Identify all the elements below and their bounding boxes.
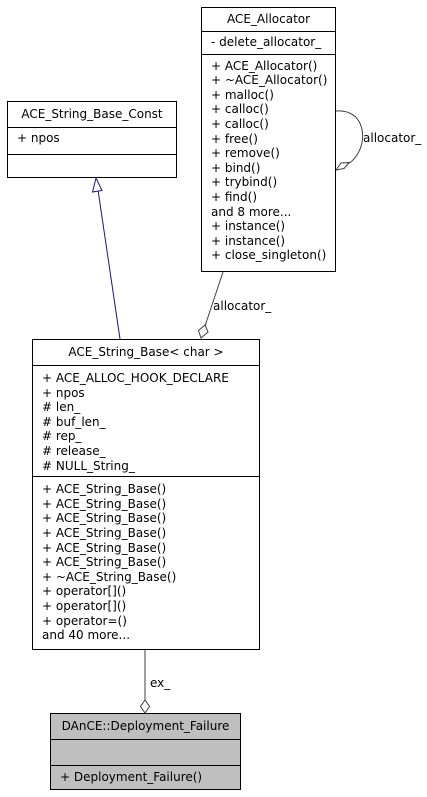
- method-item: + free(): [211, 131, 258, 146]
- allocator-association-label: allocator_: [213, 299, 272, 313]
- method-item: + malloc(): [211, 87, 274, 102]
- method-item: + ACE_String_Base(): [42, 540, 167, 555]
- ex-association-label: ex_: [150, 676, 171, 690]
- method-item: + close_singleton(): [211, 248, 327, 263]
- ex-association-diamond: [139, 699, 151, 714]
- class-title: DAnCE::Deployment_Failure: [51, 714, 240, 740]
- more-methods-note: and 8 more...: [211, 204, 292, 219]
- methods-section: [8, 155, 176, 179]
- method-item: + ACE_String_Base(): [42, 482, 167, 497]
- attribute-item: - delete_allocator_: [211, 35, 322, 49]
- methods-section: + ACE_Allocator() + ~ACE_Allocator() + m…: [202, 55, 335, 267]
- method-item: + Deployment_Failure(): [60, 770, 203, 784]
- attribute-item: + ACE_ALLOC_HOOK_DECLARE: [42, 371, 229, 385]
- class-title: ACE_Allocator: [202, 8, 335, 32]
- method-item: + ACE_String_Base(): [42, 496, 167, 511]
- method-item: + ~ACE_Allocator(): [211, 73, 328, 88]
- method-item: + trybind(): [211, 175, 278, 190]
- method-item: + bind(): [211, 160, 261, 175]
- method-item: + operator[](): [42, 598, 127, 613]
- attributes-section: [51, 740, 240, 766]
- self-association-edge: [335, 110, 364, 165]
- attribute-item: # release_: [42, 443, 106, 458]
- class-title: ACE_String_Base< char >: [33, 340, 259, 366]
- method-item: + operator=(): [42, 613, 127, 628]
- method-item: + find(): [211, 189, 258, 204]
- inheritance-arrowhead: [91, 176, 103, 193]
- attributes-section: + ACE_ALLOC_HOOK_DECLARE + npos # len_ #…: [33, 366, 259, 478]
- method-item: + ACE_String_Base(): [42, 511, 167, 526]
- self-association-diamond: [334, 161, 351, 171]
- class-ace-string-base-const[interactable]: ACE_String_Base_Const + npos: [7, 101, 177, 178]
- more-methods-note: and 40 more...: [42, 628, 131, 643]
- method-item: + ACE_Allocator(): [211, 58, 318, 73]
- attribute-item: # buf_len_: [42, 414, 106, 429]
- method-item: + operator[](): [42, 584, 127, 599]
- method-item: + ACE_String_Base(): [42, 555, 167, 570]
- method-item: + instance(): [211, 233, 286, 248]
- attributes-section: - delete_allocator_: [202, 32, 335, 55]
- class-deployment-failure[interactable]: DAnCE::Deployment_Failure + Deployment_F…: [50, 713, 241, 790]
- attributes-section: + npos: [8, 128, 176, 155]
- methods-section: + ACE_String_Base() + ACE_String_Base() …: [33, 477, 259, 647]
- method-item: + remove(): [211, 146, 280, 161]
- method-item: + ~ACE_String_Base(): [42, 569, 177, 584]
- inheritance-edge: [97, 189, 121, 340]
- attribute-item: + npos: [17, 131, 60, 145]
- method-item: + instance(): [211, 219, 286, 234]
- attribute-item: # NULL_String_: [42, 458, 135, 473]
- method-item: + calloc(): [211, 102, 269, 117]
- method-item: + calloc(): [211, 116, 269, 131]
- class-ace-string-base-char[interactable]: ACE_String_Base< char > + ACE_ALLOC_HOOK…: [32, 339, 260, 650]
- class-title: ACE_String_Base_Const: [8, 102, 176, 128]
- class-ace-allocator[interactable]: ACE_Allocator - delete_allocator_ + ACE_…: [201, 7, 336, 272]
- attribute-item: # rep_: [42, 429, 82, 444]
- methods-section: + Deployment_Failure(): [51, 766, 240, 788]
- method-item: + ACE_String_Base(): [42, 525, 167, 540]
- attribute-item: # len_: [42, 400, 81, 415]
- self-association-label: allocator_: [363, 131, 422, 145]
- attribute-item: + npos: [42, 385, 85, 400]
- allocator-association-diamond: [197, 324, 209, 339]
